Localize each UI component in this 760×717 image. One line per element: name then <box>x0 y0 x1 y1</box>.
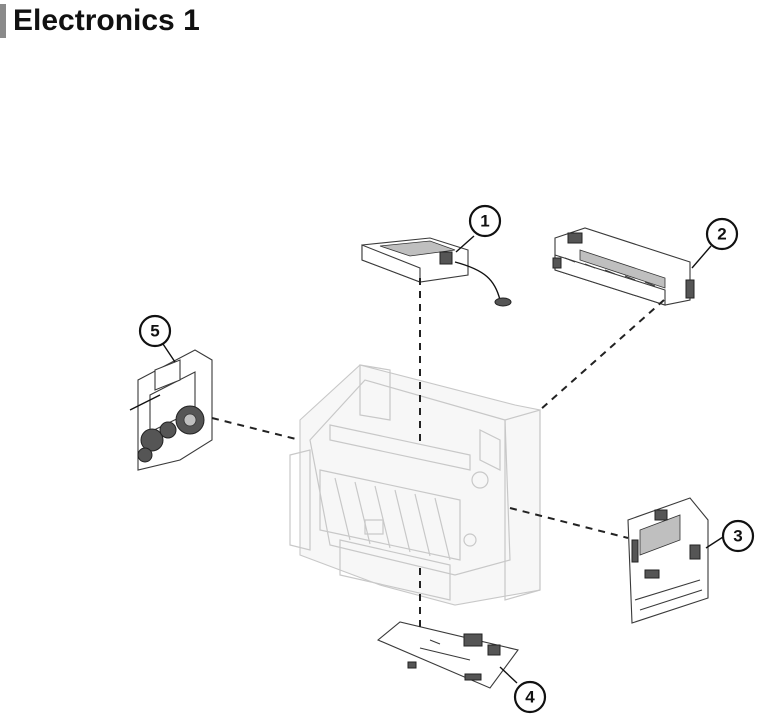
title-accent-bar <box>0 4 6 38</box>
callout-5: 5 <box>138 314 172 348</box>
callout-2: 2 <box>705 217 739 251</box>
callout-3-label: 3 <box>733 527 742 546</box>
part-2-assembly <box>552 227 695 306</box>
connection-lines <box>211 278 665 632</box>
page-title: Electronics 1 <box>13 4 200 37</box>
part-1-assembly <box>361 237 512 307</box>
callout-2-label: 2 <box>717 225 726 244</box>
part-3-board <box>627 497 709 624</box>
callout-1: 1 <box>468 204 502 238</box>
callout-leaders <box>162 235 724 684</box>
callout-4: 4 <box>513 680 547 714</box>
callout-4-label: 4 <box>525 688 535 707</box>
callout-3: 3 <box>721 519 755 553</box>
part-5-gear-assembly <box>129 349 213 471</box>
callout-5-label: 5 <box>150 322 159 341</box>
printer-frame <box>289 364 541 606</box>
callout-1-label: 1 <box>480 212 489 231</box>
part-4-board <box>376 621 519 689</box>
